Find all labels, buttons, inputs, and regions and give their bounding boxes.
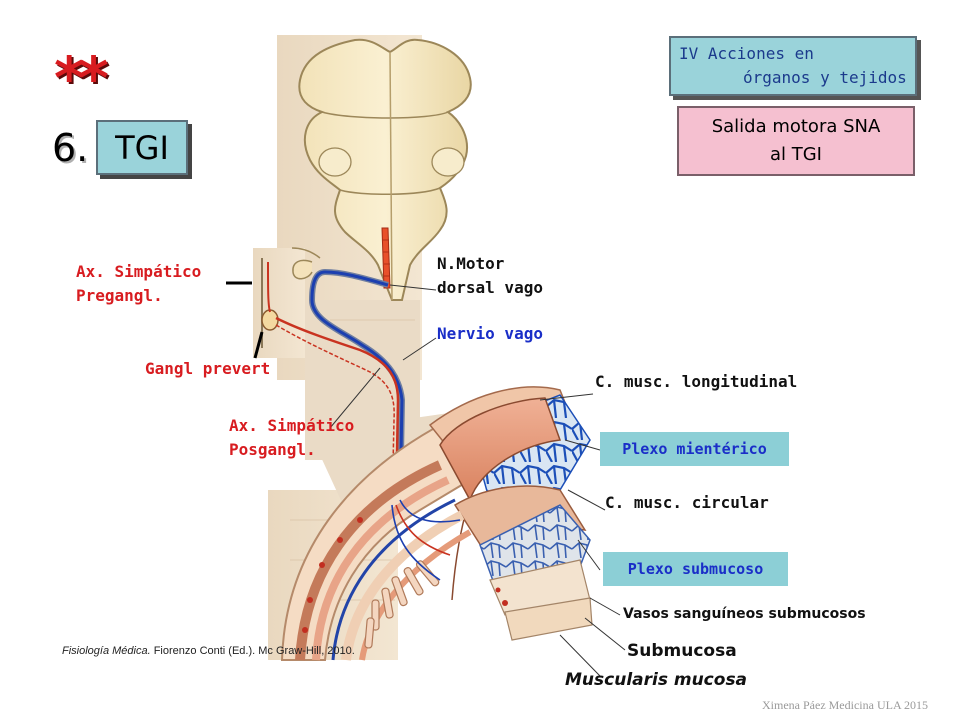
author-credit: Ximena Páez Medicina ULA 2015 [762, 698, 928, 712]
salida-motora-box: Salida motora SNA al TGI [677, 106, 915, 176]
label-musc-longitudinal: C. musc. longitudinal [595, 372, 798, 391]
acciones-line2: órganos y tejidos [743, 68, 907, 87]
section-label-box: TGI [96, 120, 188, 175]
salida-line2: al TGI [769, 144, 822, 165]
acciones-line1: IV Acciones en [679, 44, 814, 63]
label-ax-simpatico-posgangl: Ax. Simpático Posgangl. [229, 416, 355, 459]
label-n-motor-dorsal-vago: N.Motor dorsal vago [437, 254, 543, 297]
salida-line1: Salida motora SNA [711, 116, 881, 137]
label-gangl-prevert: Gangl prevert [145, 359, 271, 378]
label-submucosa: Submucosa [627, 641, 737, 661]
section-number: 6. [52, 126, 89, 170]
label-musc-circular: C. musc. circular [605, 493, 769, 512]
label-vasos-sanguineos: Vasos sanguíneos submucosos [623, 606, 866, 622]
label-plexo-mienterico: Plexo mientérico [600, 432, 789, 466]
citation-rest: Fiorenzo Conti (Ed.). Mc Graw-Hill, 2010… [150, 645, 355, 657]
label-nervio-vago: Nervio vago [437, 324, 543, 343]
citation: Fisiología Médica. Fiorenzo Conti (Ed.).… [62, 645, 355, 657]
section-label: TGI [115, 128, 169, 167]
label-muscularis-mucosa: Muscularis mucosa [565, 670, 748, 690]
label-ax-simpatico-pregangl: Ax. Simpático Pregangl. [76, 262, 202, 305]
citation-title: Fisiología Médica. [62, 645, 151, 657]
importance-stars: ** [54, 44, 109, 112]
acciones-box: IV Acciones en órganos y tejidos [669, 36, 917, 96]
label-plexo-submucoso: Plexo submucoso [603, 552, 788, 586]
